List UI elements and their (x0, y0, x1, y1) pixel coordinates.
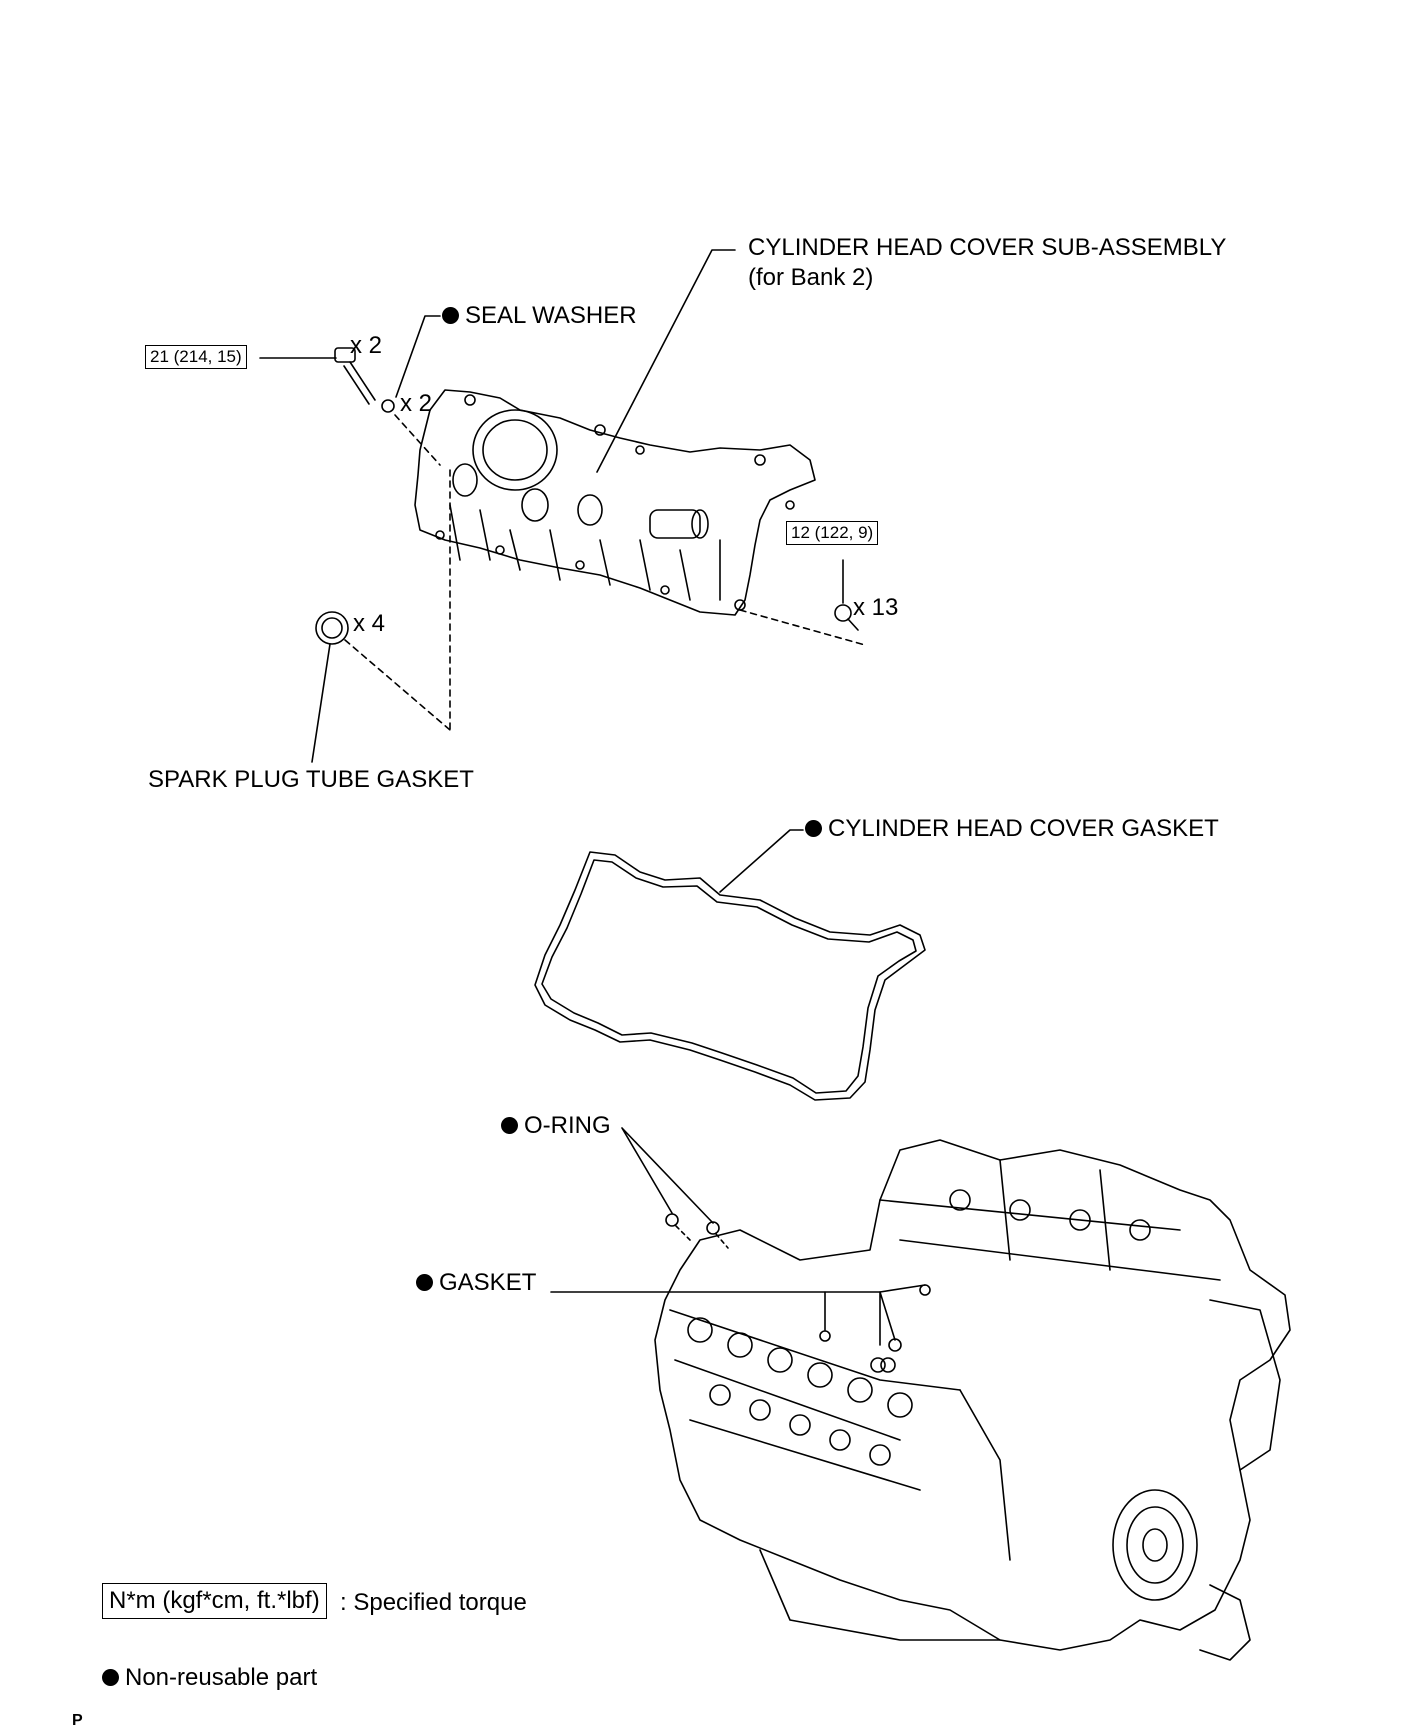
o-ring-label: O-RING (501, 1112, 611, 1140)
non-reusable-dot-icon (416, 1274, 433, 1291)
legend-torque-unit-box: N*m (kgf*cm, ft.*lbf) (102, 1583, 327, 1619)
legend-torque-text-value: : Specified torque (340, 1589, 527, 1616)
qty-cover-bolts: x 13 (853, 594, 898, 622)
cover-sub-label: (for Bank 2) (748, 264, 873, 292)
gasket-label: GASKET (416, 1269, 536, 1297)
cover-sub-label-text: (for Bank 2) (748, 264, 874, 291)
seal-washer-label: SEAL WASHER (442, 302, 637, 330)
torque-cover-bolts-value: 12 (122, 9) (791, 523, 874, 542)
non-reusable-dot-icon (102, 1669, 119, 1686)
engine-drawing (654, 1139, 1291, 1661)
non-reusable-dot-icon (442, 307, 459, 324)
qty-cover-bolts-text: x 13 (853, 594, 899, 621)
legend-non-reusable-text: Non-reusable part (125, 1664, 318, 1691)
torque-box-top-bolt: 21 (214, 15) (145, 345, 247, 369)
spark-plug-gasket-label: SPARK PLUG TUBE GASKET (148, 766, 474, 794)
cover-gasket-drawing (534, 851, 926, 1101)
qty-top-bolt: x 2 (350, 332, 382, 360)
non-reusable-dot-icon (805, 820, 822, 837)
qty-top-bolt-text: x 2 (350, 332, 383, 359)
qty-spark-plug-gasket-text: x 4 (353, 610, 386, 637)
cylinder-head-cover-drawing (414, 389, 816, 616)
spark-plug-gasket-text: SPARK PLUG TUBE GASKET (148, 766, 474, 793)
o-ring-text: O-RING (524, 1112, 611, 1139)
page-mark: P (72, 1712, 83, 1729)
legend-torque-text: : Specified torque (340, 1589, 527, 1617)
torque-top-bolt-value: 21 (214, 15) (150, 347, 242, 366)
cover-gasket-label: CYLINDER HEAD COVER GASKET (805, 815, 1219, 843)
qty-seal-washer-text: x 2 (400, 390, 433, 417)
cover-label-text: CYLINDER HEAD COVER SUB-ASSEMBLY (748, 234, 1227, 261)
non-reusable-dot-icon (501, 1117, 518, 1134)
cover-label: CYLINDER HEAD COVER SUB-ASSEMBLY (748, 234, 1226, 262)
legend-torque-unit: N*m (kgf*cm, ft.*lbf) (109, 1587, 320, 1614)
seal-washer-text: SEAL WASHER (465, 302, 637, 329)
torque-box-cover-bolts: 12 (122, 9) (786, 521, 879, 545)
cover-gasket-text: CYLINDER HEAD COVER GASKET (828, 815, 1219, 842)
gasket-text: GASKET (439, 1269, 537, 1296)
qty-seal-washer: x 2 (400, 390, 432, 418)
legend-non-reusable: Non-reusable part (102, 1664, 317, 1692)
qty-spark-plug-gasket: x 4 (353, 610, 385, 638)
